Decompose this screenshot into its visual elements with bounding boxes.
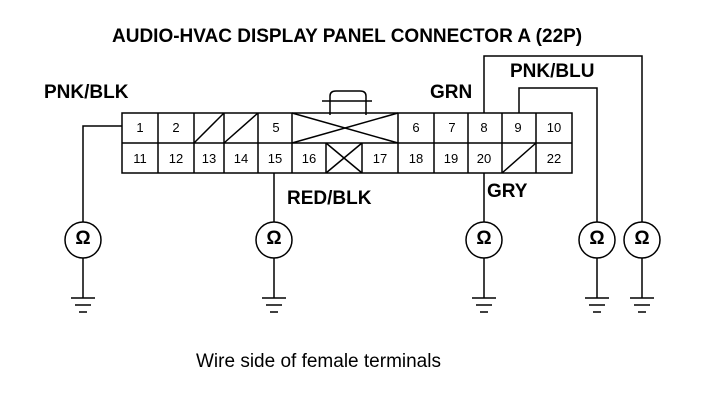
ohm-icon: Ω	[589, 228, 605, 249]
terminal-10: 10	[546, 120, 562, 135]
terminal-13: 13	[201, 151, 217, 166]
wire-label-gry: GRY	[487, 181, 528, 202]
terminal-1: 1	[136, 120, 144, 135]
terminal-20: 20	[476, 151, 492, 166]
ground-symbol-4	[585, 297, 609, 313]
wire-pnk-blu	[518, 87, 598, 222]
ground-symbol-1	[71, 297, 95, 313]
wire-pnk-blk	[82, 125, 122, 222]
ohm-icon: Ω	[266, 228, 282, 249]
terminal-15: 15	[267, 151, 283, 166]
terminal-18: 18	[408, 151, 424, 166]
terminal-11: 11	[133, 151, 147, 166]
terminal-16: 16	[301, 151, 317, 166]
terminal-6: 6	[412, 120, 420, 135]
diagram-title: AUDIO-HVAC DISPLAY PANEL CONNECTOR A (22…	[112, 26, 583, 47]
wire-label-pnk-blk: PNK/BLK	[44, 82, 129, 103]
ohm-icon: Ω	[634, 228, 650, 249]
ohm-icon: Ω	[75, 228, 91, 249]
terminal-7: 7	[448, 120, 456, 135]
wire-label-pnk-blu: PNK/BLU	[510, 61, 595, 82]
wire-label-red-blk: RED/BLK	[287, 188, 372, 209]
terminal-2: 2	[172, 120, 180, 135]
ground-symbol-3	[472, 297, 496, 313]
ground-symbol-2	[262, 297, 286, 313]
terminal-19: 19	[443, 151, 459, 166]
connector-latch	[329, 90, 367, 115]
ground-symbol-5	[630, 297, 654, 313]
ohm-icon: Ω	[476, 228, 492, 249]
terminal-8: 8	[480, 120, 488, 135]
terminal-12: 12	[168, 151, 184, 166]
terminal-14: 14	[233, 151, 249, 166]
terminal-9: 9	[514, 120, 522, 135]
terminal-17: 17	[372, 151, 388, 166]
terminal-5: 5	[272, 120, 280, 135]
terminal-22: 22	[546, 151, 562, 166]
view-caption: Wire side of female terminals	[196, 351, 441, 372]
wire-label-grn: GRN	[430, 82, 473, 103]
wire-grn	[483, 55, 643, 222]
